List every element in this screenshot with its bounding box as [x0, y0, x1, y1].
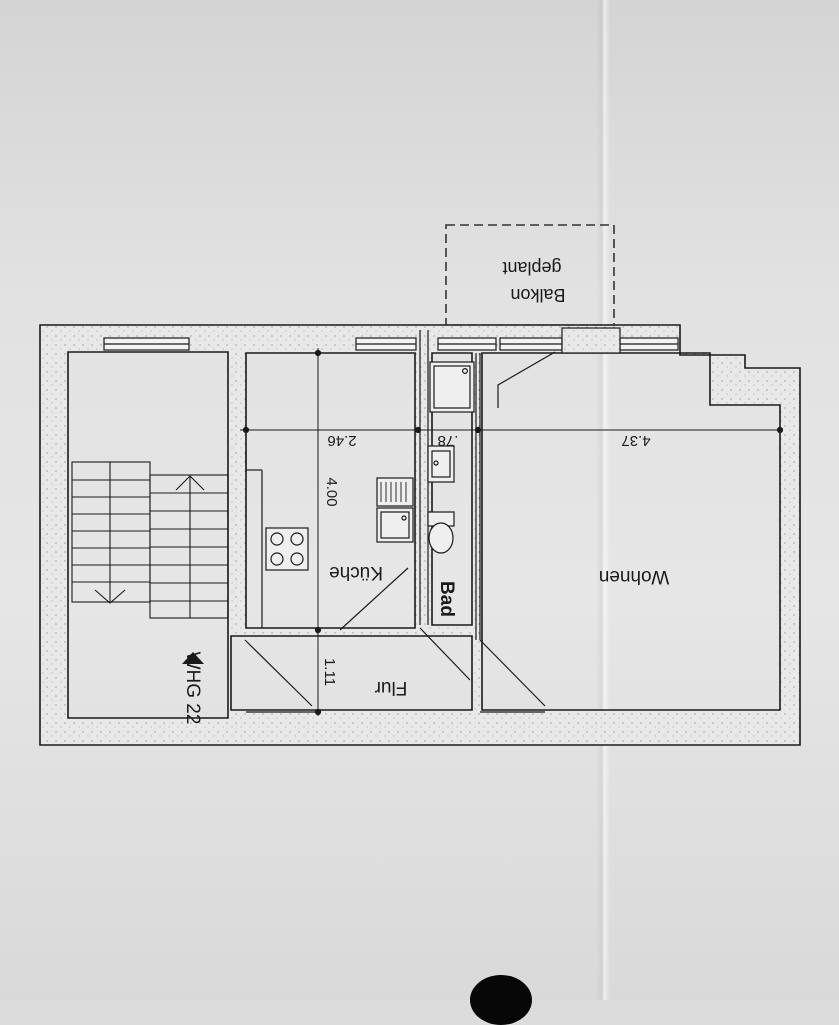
doors — [244, 351, 556, 707]
room-label-kueche: Küche — [329, 562, 383, 583]
apartment-label: WHG 22 — [182, 652, 203, 725]
fixtures — [265, 361, 475, 571]
balcony-label-line1: Balkon — [510, 285, 565, 305]
staircase — [71, 461, 229, 619]
punch-hole — [470, 975, 532, 1025]
room-labels: Wohnen Küche Bad Flur WHG 22 Balkon gepl… — [182, 258, 669, 724]
room-label-bad: Bad — [436, 581, 457, 617]
burner-icon — [290, 552, 304, 566]
burner-icon — [270, 552, 284, 566]
burner-icon — [290, 532, 304, 546]
dimension-labels: 2.46 .78 4.37 4.00 1.11 — [321, 432, 651, 686]
stove — [265, 527, 309, 571]
dim-kueche-depth: 4.00 — [323, 477, 340, 506]
balcony-label-line2: geplant — [502, 258, 561, 278]
floor-plan: Wohnen Küche Bad Flur WHG 22 Balkon gepl… — [39, 224, 801, 746]
toilet-bowl — [428, 522, 454, 554]
dim-wohnen-width: 4.37 — [621, 432, 650, 449]
dim-flur-depth: 1.11 — [321, 658, 338, 686]
burner-icon — [270, 532, 284, 546]
dimension-lines — [240, 348, 784, 716]
sink-drainboard — [376, 477, 414, 507]
balcony-outline — [445, 224, 615, 326]
dim-bad-width: .78 — [438, 432, 459, 449]
dim-kueche-width: 2.46 — [327, 432, 356, 449]
windows — [103, 327, 679, 354]
entrance-marker-icon — [182, 652, 204, 664]
room-label-wohnen: Wohnen — [599, 566, 669, 587]
paper-fold-crease — [596, 0, 610, 1000]
room-label-flur: Flur — [374, 677, 407, 698]
sink-basin — [376, 507, 414, 543]
